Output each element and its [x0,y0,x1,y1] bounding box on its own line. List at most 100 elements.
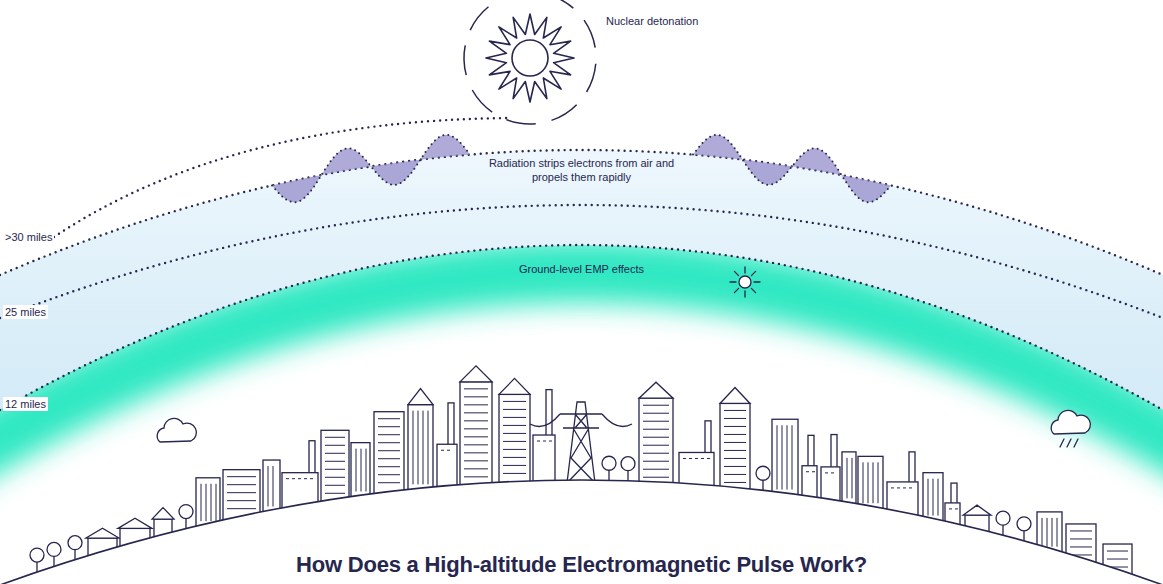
tree-crown [602,456,616,470]
tree-crown [47,542,61,556]
building-spire [460,366,492,382]
nuclear-burst [464,0,596,124]
house-roof [86,528,119,538]
building-windows [201,484,216,521]
building-windows [1107,551,1128,567]
building-windows [413,411,428,485]
burst-star [486,14,574,102]
wave-line [693,135,891,202]
building-spire [408,389,433,405]
building-windows [464,389,488,477]
building [263,460,280,514]
building [321,430,349,504]
rain-cloud [1051,410,1090,434]
burst-frame [470,0,590,120]
burst-arc [587,64,596,92]
factory-windows [286,478,313,479]
factory-windows [537,441,552,442]
tree-crown [30,548,44,562]
house-roof [118,518,152,528]
burst-arc [506,120,535,124]
building [460,382,492,488]
ground-fill [0,480,1163,584]
rain-cloud-icon [1051,410,1090,447]
tree-crown [621,457,635,471]
altitude-line-30 [54,118,512,237]
house-roof [152,508,174,519]
factory-windows [949,508,958,509]
transmission-tower [530,402,632,483]
altitude-label: >30 miles [3,230,54,244]
radiation-waves [272,135,891,202]
sun-rays [730,267,760,297]
building-windows [325,437,345,493]
factory-windows [825,472,834,473]
tree-crown [1017,517,1031,531]
factory-windows [441,450,450,451]
burst-arc [584,20,595,48]
rain-lines [1060,439,1078,447]
building [772,419,798,497]
burst-core [512,40,548,76]
building [408,405,433,493]
diagram-title: How Does a High-altitude Electromagnetic… [0,552,1163,578]
building-windows [847,458,852,499]
wave-lobe [272,135,470,202]
building [499,394,530,485]
factory-windows [683,458,710,459]
effects-label: Ground-level EMP effects [519,262,644,276]
building-windows [777,425,792,489]
factory-body [437,444,457,489]
burst-arc [547,0,573,8]
tree-crown [179,505,193,519]
altitude-line-12 [0,245,1163,410]
building-spire [720,387,750,403]
building [720,403,750,491]
burst-arc [464,45,466,75]
building [374,412,404,497]
cloud-icon [157,418,196,442]
building-windows [227,477,256,509]
building-windows [643,405,669,477]
ground-line [0,480,1163,584]
building-windows [378,419,400,483]
building [858,456,883,511]
building-windows [928,479,938,516]
factory-windows [891,487,912,488]
burst-label: Nuclear detonation [606,14,698,28]
factory-windows [806,471,815,472]
building-windows [863,462,878,503]
building-spire [639,382,673,398]
altitude-label: 25 miles [3,305,48,319]
building-windows [1070,531,1092,555]
altitude-line-25 [0,205,1163,318]
building-spire [499,378,530,394]
building-windows [1042,518,1057,547]
house-roof [963,505,991,515]
tree-crown [68,536,82,550]
building-windows [724,410,746,482]
wave-line [272,135,470,202]
building [639,398,673,485]
upper-atmosphere-line [0,150,1163,275]
burst-arc [470,7,488,30]
emp-glow [0,271,1163,497]
building-windows [503,401,526,473]
tree-crown [756,466,770,480]
radiation-label: Radiation strips electrons from air and … [489,156,675,185]
burst-arc [472,90,492,112]
altitude-label: 12 miles [3,397,48,411]
sun-icon [730,267,760,297]
building [351,443,370,500]
factory-body [533,435,555,484]
sun-disc [739,276,751,288]
building [923,473,943,524]
building-windows [268,466,273,506]
tree-crown [996,511,1010,525]
building-windows [356,449,366,492]
wave-lobe [693,135,891,202]
burst-arc [551,105,576,121]
building [842,452,856,507]
